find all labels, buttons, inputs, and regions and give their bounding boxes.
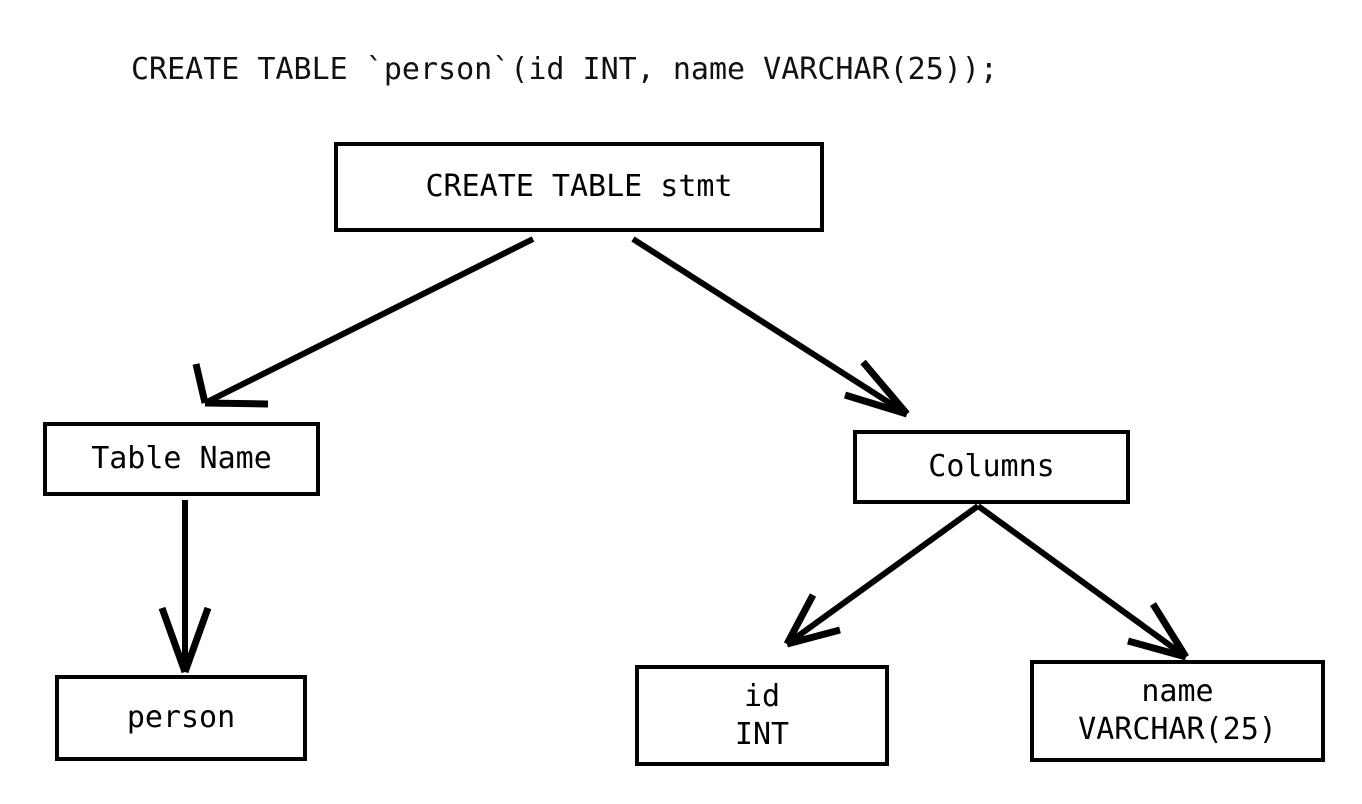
sql-statement-caption: CREATE TABLE `person`(id INT, name VARCH… <box>131 52 998 87</box>
node-column-id-type: INT <box>734 716 790 752</box>
edge-table-name-to-person <box>158 500 212 674</box>
node-table-name-label: Table Name <box>91 441 272 476</box>
node-person-label: person <box>126 700 236 735</box>
node-columns-label: Columns <box>928 449 1055 484</box>
edge-root-to-columns <box>631 236 910 418</box>
node-columns[interactable]: Columns <box>853 430 1130 504</box>
edge-columns-to-name <box>976 503 1189 661</box>
node-create-table-stmt[interactable]: CREATE TABLE stmt <box>334 142 824 232</box>
node-column-name-name: name <box>1141 674 1214 709</box>
node-column-name[interactable]: name VARCHAR(25) <box>1030 660 1325 762</box>
node-column-id-name: id <box>743 678 781 714</box>
node-column-id[interactable]: id INT <box>635 665 889 766</box>
edge-columns-to-id <box>783 503 980 648</box>
edge-root-to-table-name <box>192 236 535 408</box>
node-table-name[interactable]: Table Name <box>43 422 320 496</box>
node-root-label: CREATE TABLE stmt <box>425 169 733 204</box>
node-person[interactable]: person <box>55 675 307 761</box>
node-column-name-type: VARCHAR(25) <box>1078 712 1277 747</box>
